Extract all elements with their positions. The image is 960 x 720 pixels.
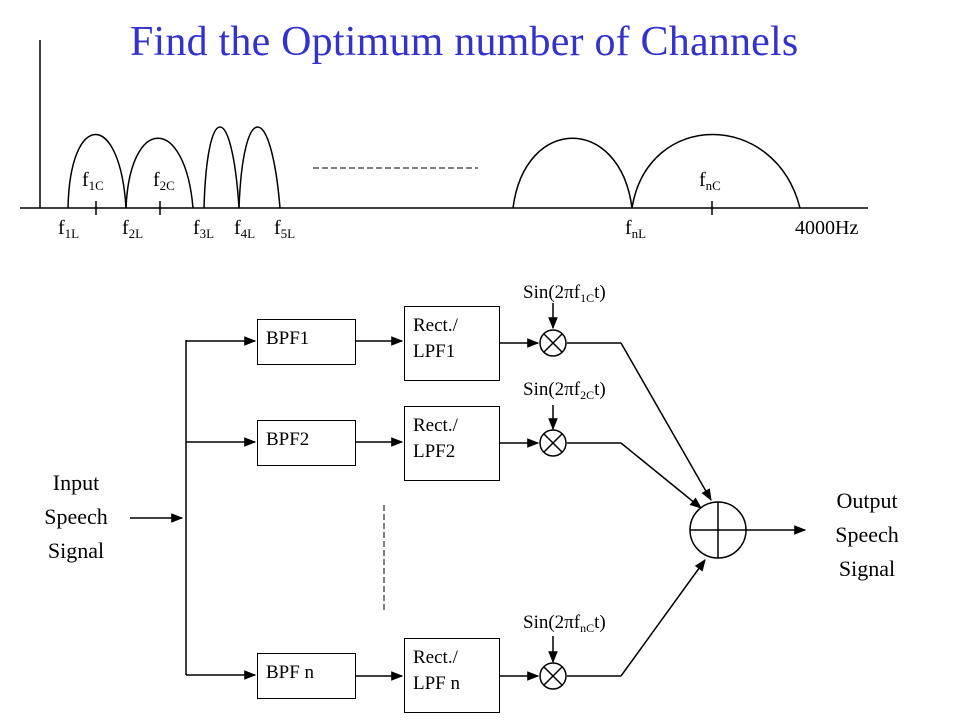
label-f3l: f3L bbox=[193, 217, 215, 241]
multiplier-2 bbox=[539, 429, 567, 457]
label-f2c: f2C bbox=[153, 169, 175, 193]
summing-junction bbox=[689, 501, 747, 559]
bpfn-block: BPF n bbox=[257, 653, 356, 699]
label-4000hz: 4000Hz bbox=[795, 217, 859, 239]
multiplier-n bbox=[539, 662, 567, 690]
carrier-label-n: Sin(2πfnCt) bbox=[523, 612, 606, 635]
label-fnc: fnC bbox=[699, 169, 721, 193]
rect-lpf1-block: Rect./LPF1 bbox=[404, 306, 500, 381]
band-lobe-1 bbox=[67, 133, 127, 209]
label-f2l: f2L bbox=[122, 217, 144, 241]
carrier-label-1: Sin(2πf1Ct) bbox=[523, 282, 606, 305]
arrow-mult1-to-adder bbox=[620, 342, 712, 502]
bpf2-block: BPF2 bbox=[257, 420, 356, 466]
band-lobe-2 bbox=[125, 137, 194, 209]
bpf1-block: BPF1 bbox=[257, 319, 356, 365]
label-f5l: f5L bbox=[274, 217, 296, 241]
block-diagram-wiring bbox=[130, 303, 807, 681]
carrier-label-2: Sin(2πf2Ct) bbox=[523, 379, 606, 402]
spectrum-plot bbox=[20, 40, 868, 215]
rect-lpf2-block: Rect./LPF2 bbox=[404, 406, 500, 481]
band-lobe-4 bbox=[238, 126, 281, 209]
arrow-mult2-to-adder bbox=[620, 442, 702, 509]
arrow-multn-to-adder bbox=[620, 559, 706, 677]
rect-lpfn-block: Rect./LPF n bbox=[404, 638, 500, 713]
label-fnl: fnL bbox=[625, 217, 647, 241]
multiplier-1 bbox=[539, 329, 567, 357]
label-f1c: f1C bbox=[82, 169, 104, 193]
input-signal-label: Input Speech Signal bbox=[44, 470, 108, 563]
page-title: Find the Optimum number of Channels bbox=[130, 19, 799, 65]
output-signal-label: Output Speech Signal bbox=[835, 488, 899, 581]
band-lobe-n bbox=[631, 133, 801, 209]
label-f1l: f1L bbox=[58, 217, 80, 241]
label-f4l: f4L bbox=[234, 217, 256, 241]
band-lobe-n-1 bbox=[512, 137, 633, 209]
band-lobe-3 bbox=[203, 126, 240, 209]
